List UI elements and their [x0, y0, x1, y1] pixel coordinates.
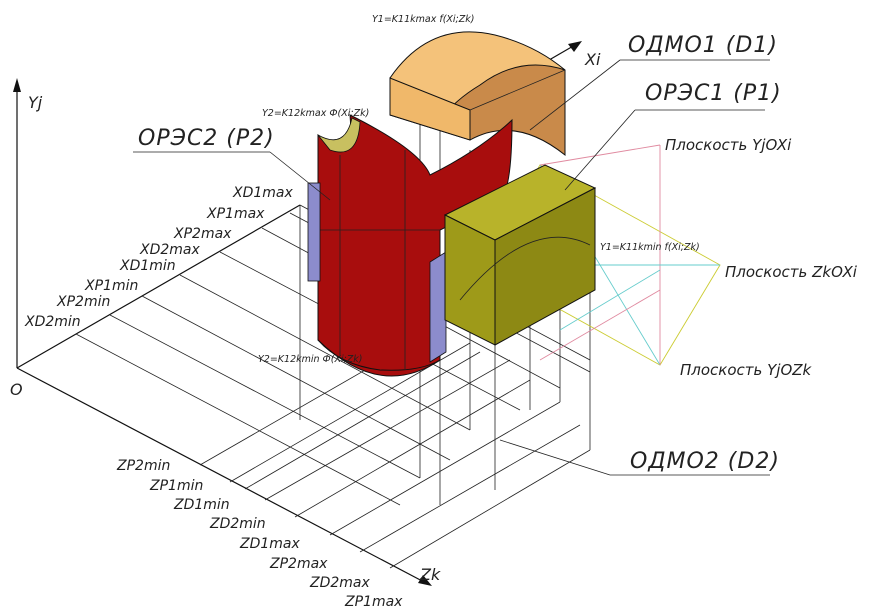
y-axis-label: Yj	[28, 93, 43, 112]
x-tick-xd2min: XD2min	[24, 314, 81, 330]
z-tick-zp2min: ZP2min	[116, 458, 170, 474]
z-tick-zp2max: ZP2max	[269, 556, 328, 572]
x-axis-line	[16, 204, 301, 369]
z-tick-zp1max: ZP1max	[344, 594, 403, 610]
label-odmo2: ОДМО2 (D2)	[630, 449, 780, 474]
blue-plate-right	[429, 251, 447, 363]
label-plane-yjoxi: Плоскость YjOXi	[665, 136, 792, 154]
z-tick-labels: ZP2min ZP1min ZD1min ZD2min ZD1max ZP2ma…	[116, 458, 403, 610]
z-axis-label: Zk	[419, 565, 441, 584]
y-axis-arrow-icon	[13, 78, 21, 92]
x-tick-xp2min: XP2min	[56, 294, 110, 310]
x-axis-arrow-icon	[568, 41, 582, 52]
formula-y1-max: Y1=K11kmax f(Xi;Zk)	[372, 14, 474, 25]
x-tick-xd2max: XD2max	[139, 242, 200, 258]
formula-y1-min: Y1=K11kmin f(Xi;Zk)	[600, 242, 700, 253]
origin-label: O	[10, 380, 23, 399]
x-tick-xp1max: XP1max	[206, 206, 265, 222]
z-axis-arrow-icon	[418, 575, 432, 586]
z-tick-zp1min: ZP1min	[149, 478, 203, 494]
x-tick-xd1min: XD1min	[119, 258, 176, 274]
x-tick-labels: XD1max XP1max XP2max XD2max XD1min XP1mi…	[24, 185, 293, 330]
z-construction-lines	[199, 326, 591, 569]
x-tick-xp2max: XP2max	[173, 226, 232, 242]
orec1-body	[443, 164, 597, 346]
z-tick-zd1min: ZD1min	[173, 497, 230, 513]
odmo1-body	[389, 31, 566, 157]
orec2-body	[317, 114, 513, 377]
x-axis-label: Xi	[584, 50, 601, 69]
label-orec2: ОРЭС2 (P2)	[138, 126, 275, 151]
z-axis-line	[16, 367, 427, 584]
label-odmo1: ОДМО1 (D1)	[628, 33, 778, 58]
label-orec1: ОРЭС1 (P1)	[645, 81, 782, 106]
z-tick-zd2min: ZD2min	[209, 516, 266, 532]
blue-plate-left	[307, 182, 321, 282]
label-plane-yjozk: Плоскость YjOZk	[680, 361, 813, 379]
x-tick-xd1max: XD1max	[232, 185, 293, 201]
formula-y2-max: Y2=K12kmax Ф(Xi;Zk)	[262, 108, 369, 119]
label-plane-zkoxi: Плоскость ZkOXi	[725, 263, 858, 281]
formula-y2-min: Y2=K12kmin Ф(Xi;Zk)	[258, 354, 363, 365]
leader-lines	[133, 59, 770, 476]
x-tick-xp1min: XP1min	[84, 278, 138, 294]
z-tick-zd1max: ZD1max	[239, 536, 300, 552]
z-tick-zd2max: ZD2max	[309, 575, 370, 591]
